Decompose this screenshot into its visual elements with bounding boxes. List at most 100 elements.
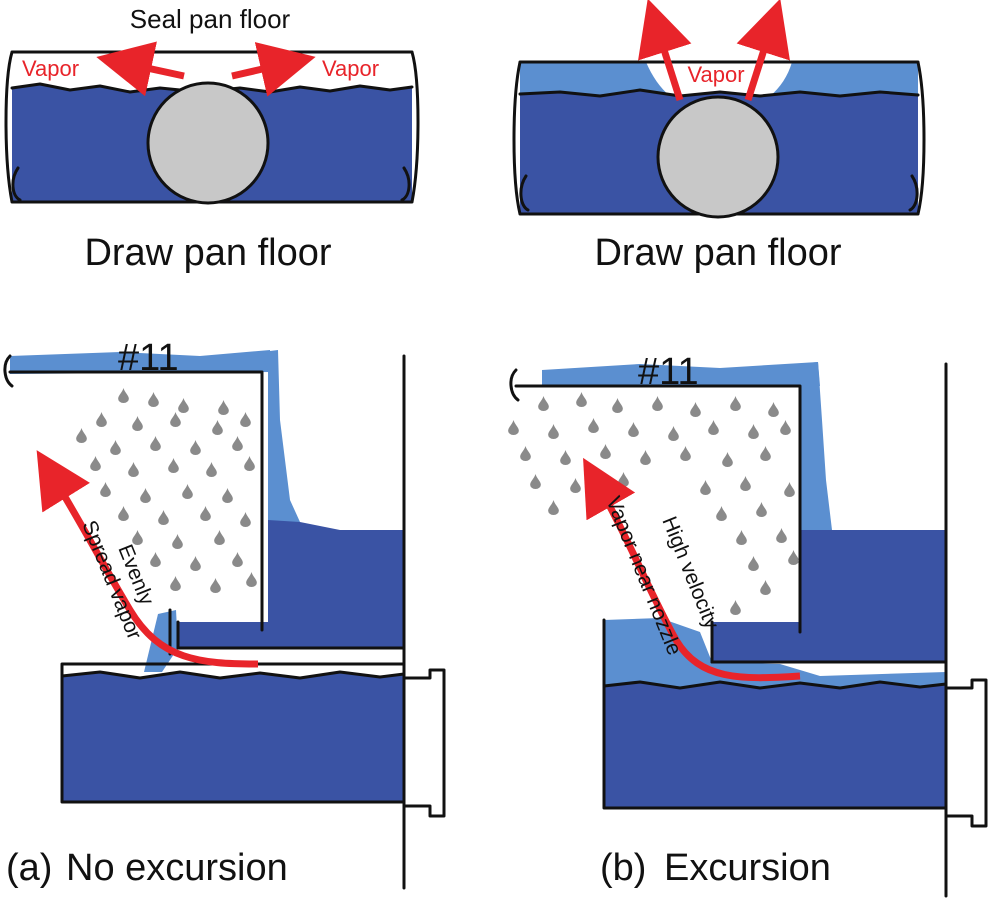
tray-11-b: [514, 384, 948, 664]
caption-b: Excursion: [664, 847, 831, 889]
droplet: [140, 488, 151, 503]
droplet: [716, 506, 727, 521]
droplet: [110, 440, 121, 455]
droplet: [508, 420, 519, 435]
droplet: [222, 488, 233, 503]
droplet: [128, 462, 139, 477]
droplet: [76, 428, 87, 443]
droplet: [240, 512, 251, 527]
droplet: [170, 412, 181, 427]
droplet: [730, 600, 741, 615]
droplet: [240, 412, 251, 427]
droplet: [182, 484, 193, 499]
droplet: [232, 552, 243, 567]
droplet: [200, 506, 211, 521]
pool-light-b: [604, 618, 946, 690]
droplet: [612, 398, 623, 413]
droplet: [530, 474, 541, 489]
draw-pan-floor-label-left: Draw pan floor: [84, 232, 331, 274]
droplet: [168, 458, 179, 473]
liquid-top-light-right: [520, 62, 670, 98]
caption-letter-b: (b): [600, 847, 646, 889]
droplet: [700, 480, 711, 495]
downcomer-liquid-dark-a: [178, 520, 404, 648]
panel-b-excursion: #11 High velocity Vapor near nozzle (b) …: [508, 351, 988, 898]
droplet: [90, 456, 101, 471]
bottom-liquid-a: [62, 672, 404, 802]
tray-11-a: [8, 370, 406, 650]
droplet: [118, 506, 129, 521]
droplet: [244, 456, 255, 471]
droplet: [100, 482, 111, 497]
droplet: [756, 502, 767, 517]
top-left-diagram: Seal pan floor Vapor Vapor Draw pan floo…: [4, 4, 420, 274]
bottom-box-b: [602, 618, 948, 810]
panel-a-no-excursion: #11 Evenly Spread vapor (a) No excursion: [3, 337, 446, 890]
droplet: [190, 556, 201, 571]
vapor-label-right: Vapor: [322, 56, 379, 81]
droplet: [768, 402, 779, 417]
droplet: [148, 392, 159, 407]
downcomer-liquid-light-a: [262, 350, 300, 522]
droplet: [760, 580, 771, 595]
droplet: [214, 530, 225, 545]
bottom-liquid-surface-a: [60, 670, 406, 680]
droplet: [118, 388, 129, 403]
vapor-label-top-right: Vapor: [687, 62, 744, 87]
tray-label-b: #11: [638, 351, 699, 393]
droplet: [730, 396, 741, 411]
droplet: [576, 392, 587, 407]
top-right-diagram: Vapor Draw pan floor: [512, 0, 926, 274]
vapor-arrow-left: [96, 41, 185, 97]
droplet: [158, 510, 169, 525]
droplet: [212, 420, 223, 435]
seal-pan-floor-label: Seal pan floor: [130, 4, 291, 34]
droplet: [776, 528, 787, 543]
bottom-liquid-b: [604, 682, 946, 808]
droplet: [748, 556, 759, 571]
droplet: [628, 422, 639, 437]
vessel-end-caps-right: [519, 174, 919, 212]
droplet: [178, 398, 189, 413]
droplet: [560, 450, 571, 465]
droplet: [780, 420, 791, 435]
tray-liquid-light-a: [10, 350, 272, 374]
caption-letter-a: (a): [6, 847, 52, 889]
pipe-circle-left: [146, 81, 270, 205]
vessel-end-caps-left: [11, 166, 411, 202]
droplet: [668, 426, 679, 441]
break-symbol-a: [3, 354, 14, 388]
draw-pan-floor-label-right: Draw pan floor: [594, 232, 841, 274]
bottom-liquid-surface-b: [602, 680, 948, 690]
nozzle-b: [944, 678, 988, 828]
droplet: [748, 424, 759, 439]
droplet: [520, 446, 531, 461]
vapor-arrow-up-left: [638, 0, 692, 102]
droplet: [548, 424, 559, 439]
tray-liquid-light-b: [542, 362, 820, 386]
droplet: [210, 578, 221, 593]
droplet: [206, 462, 217, 477]
caption-a: No excursion: [66, 847, 288, 889]
droplet: [618, 472, 629, 487]
downcomer-liquid-dark-b: [712, 530, 946, 662]
liquid-surface-right: [518, 88, 920, 98]
droplet: [150, 552, 161, 567]
droplet: [722, 452, 733, 467]
droplet: [736, 530, 747, 545]
droplet: [788, 550, 799, 565]
pipe-circle-right: [656, 95, 780, 219]
droplet: [132, 416, 143, 431]
droplet: [232, 436, 243, 451]
vapor-path-a: [36, 450, 259, 668]
droplet: [96, 412, 107, 427]
tray-label-a: #11: [118, 337, 179, 379]
droplet: [218, 400, 229, 415]
droplet: [548, 500, 559, 515]
vapor-arrow-up-right: [736, 0, 790, 102]
vapor-label-left: Vapor: [22, 56, 79, 81]
droplet: [760, 446, 771, 461]
vapor-path-b: [583, 457, 801, 682]
droplet: [784, 482, 795, 497]
